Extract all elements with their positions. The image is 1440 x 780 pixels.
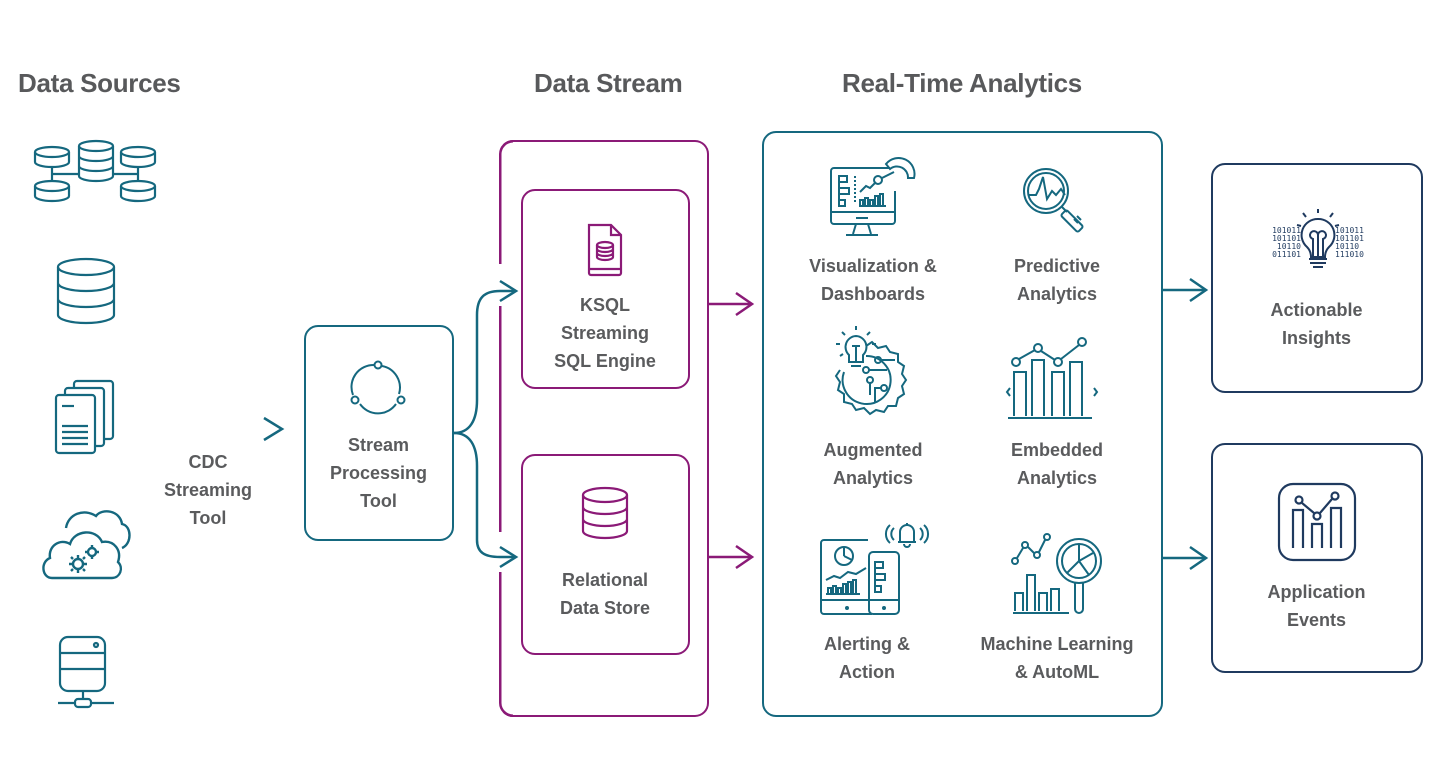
label-line: Dashboards xyxy=(820,284,926,304)
label-line: Augmented xyxy=(823,440,923,460)
ksql-engine-node[interactable]: KSQL Streaming SQL Engine xyxy=(521,189,690,389)
binary-text: 101101 xyxy=(1335,234,1364,243)
cdc-arrow xyxy=(135,416,285,442)
label-line: Processing xyxy=(329,463,428,483)
database-icon xyxy=(56,257,116,325)
branch-connector xyxy=(453,279,519,569)
label-line: Tool xyxy=(189,508,227,528)
label-line: Actionable xyxy=(1270,300,1363,320)
label-line: Embedded xyxy=(1010,440,1103,460)
data-stream-left-edge xyxy=(499,140,514,717)
label-line: Stream xyxy=(347,435,410,455)
cloud-settings-icon xyxy=(42,510,131,580)
binary-text: 101011 xyxy=(1335,226,1364,235)
label-line: Analytics xyxy=(1016,284,1098,304)
relational-data-store-node[interactable]: Relational Data Store xyxy=(521,454,690,655)
label-line: Streaming xyxy=(560,323,650,343)
stream-to-analytics-arrows xyxy=(708,291,755,570)
label-line: Action xyxy=(839,662,895,682)
label-line: Machine Learning xyxy=(980,634,1134,654)
distributed-database-icon xyxy=(33,139,157,203)
real-time-analytics-container xyxy=(762,131,1163,717)
binary-text: 10110 xyxy=(1277,242,1301,251)
magnifier-pulse-icon xyxy=(1023,168,1084,233)
heading-data-sources: Data Sources xyxy=(18,68,181,98)
app-chart-icon xyxy=(1277,482,1357,562)
label-line: Insights xyxy=(1281,328,1351,348)
label-line: Alerting & xyxy=(823,634,910,654)
label-line: KSQL xyxy=(579,295,630,315)
label-line: Visualization & xyxy=(809,256,937,276)
stream-processing-tool-node[interactable]: Stream Processing Tool xyxy=(304,325,454,541)
chart-magnifier-icon xyxy=(1011,533,1102,614)
label-line: CDC xyxy=(188,452,228,472)
data-stream-container xyxy=(499,140,709,717)
server-network-icon xyxy=(58,635,114,709)
label-line: Relational xyxy=(561,570,649,590)
heading-real-time-analytics: Real-Time Analytics xyxy=(842,68,1082,98)
application-events-node[interactable]: Application Events xyxy=(1211,443,1423,673)
cycle-icon xyxy=(350,360,406,415)
devices-bell-icon xyxy=(820,523,930,615)
heading-data-stream: Data Stream xyxy=(534,68,683,98)
label-line: Data Store xyxy=(559,598,651,618)
dashboard-monitor-icon xyxy=(830,157,916,236)
bulb-gear-icon xyxy=(834,326,908,416)
analytics-to-output-arrows xyxy=(1162,277,1209,571)
label-line: Application xyxy=(1267,582,1366,602)
binary-text: 011101 xyxy=(1272,250,1301,259)
label-line: & AutoML xyxy=(1014,662,1100,682)
binary-bulb-icon: 101011 101101 10110 011101 101011 101101… xyxy=(1272,209,1364,268)
label-line: Analytics xyxy=(1016,468,1098,488)
label-line: SQL Engine xyxy=(554,351,656,371)
binary-text: 101011 xyxy=(1272,226,1301,235)
bar-chart-icon xyxy=(1005,337,1099,419)
label-line: Predictive xyxy=(1013,256,1101,276)
sql-file-icon xyxy=(587,223,623,277)
label-line: Streaming xyxy=(163,480,253,500)
label-line: Tool xyxy=(360,491,397,511)
documents-icon xyxy=(54,379,115,455)
binary-text: 101101 xyxy=(1272,234,1301,243)
binary-text: 10110 xyxy=(1335,242,1359,251)
actionable-insights-node[interactable]: 101011 101101 10110 011101 101011 101101… xyxy=(1211,163,1423,393)
label-line: Analytics xyxy=(832,468,914,488)
database-icon xyxy=(581,486,629,540)
binary-text: 111010 xyxy=(1335,250,1364,259)
cdc-streaming-tool-label: CDC Streaming Tool xyxy=(148,448,268,532)
label-line: Events xyxy=(1286,610,1347,630)
